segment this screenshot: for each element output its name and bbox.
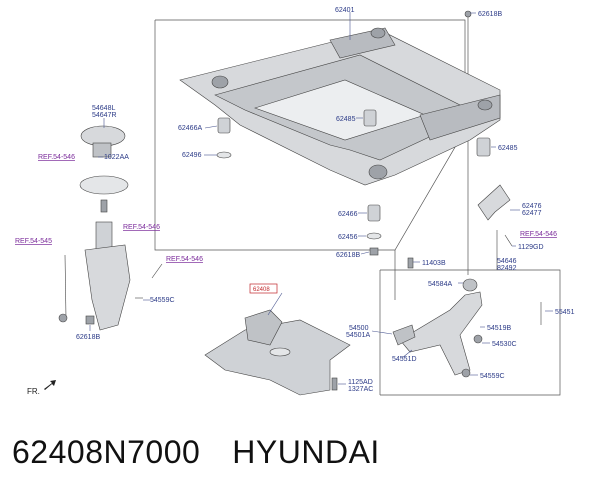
label-62618B-mid[interactable]: 62618B xyxy=(336,252,360,259)
lower-control-arm xyxy=(392,257,483,378)
subframe-crossmember xyxy=(179,27,501,186)
label-54500[interactable]: 54500 xyxy=(349,325,369,332)
parts-diagram: 62401 62618B 62466A 62496 62485 62485 62… xyxy=(15,7,575,396)
label-54559C-right[interactable]: 54559C xyxy=(480,373,505,380)
reference-links: REF.54-546 REF.54-546 REF.54-545 REF.54-… xyxy=(15,154,557,263)
label-54584A[interactable]: 54584A xyxy=(428,281,452,288)
label-62456[interactable]: 62456 xyxy=(338,234,358,241)
label-62618B-bottom[interactable]: 62618B xyxy=(76,334,100,341)
label-54646[interactable]: 54646 xyxy=(497,258,517,265)
label-1327AC[interactable]: 1327AC xyxy=(348,386,373,393)
label-54551D[interactable]: 54551D xyxy=(392,356,417,363)
label-62466A[interactable]: 62466A xyxy=(178,125,202,132)
ref-link-2[interactable]: REF.54-546 xyxy=(123,224,160,231)
label-54501A[interactable]: 54501A xyxy=(346,332,370,339)
ref-link-3[interactable]: REF.54-545 xyxy=(15,238,52,245)
label-62476[interactable]: 62476 xyxy=(522,203,542,210)
label-1125AD[interactable]: 1125AD xyxy=(348,379,373,386)
part-number: 62408N7000 xyxy=(12,433,201,470)
label-62401[interactable]: 62401 xyxy=(335,7,355,14)
part-labels: 62401 62618B 62466A 62496 62485 62485 62… xyxy=(76,7,575,393)
label-62618B-top[interactable]: 62618B xyxy=(478,11,502,18)
label-62477[interactable]: 62477 xyxy=(522,210,542,217)
label-1129GD[interactable]: 1129GD xyxy=(518,244,544,251)
orientation-marker: FR. xyxy=(27,380,56,396)
label-11403B[interactable]: 11403B xyxy=(422,260,446,267)
ref-link-5[interactable]: REF.54-546 xyxy=(520,231,557,238)
label-54559C-left[interactable]: 54559C xyxy=(150,297,175,304)
label-62496[interactable]: 62496 xyxy=(182,152,202,159)
label-62466[interactable]: 62466 xyxy=(338,211,358,218)
leader-lines xyxy=(89,12,553,385)
label-62408-highlighted[interactable]: 62408 xyxy=(253,287,270,293)
label-54647R[interactable]: 54647R xyxy=(92,112,117,119)
strut-assembly xyxy=(58,125,163,331)
under-cover-62408 xyxy=(204,283,351,396)
front-arrow-icon xyxy=(44,380,56,390)
front-label: FR. xyxy=(27,387,40,396)
label-54519B[interactable]: 54519B xyxy=(487,325,511,332)
highlight-box xyxy=(249,283,278,294)
caption-bar: 62408N7000 HYUNDAI xyxy=(12,432,592,472)
subframe-bushings xyxy=(216,10,491,256)
ref-link-4[interactable]: REF.54-546 xyxy=(166,256,203,263)
label-55451[interactable]: 55451 xyxy=(555,309,575,316)
label-82492[interactable]: 82492 xyxy=(497,265,517,272)
label-62485-right[interactable]: 62485 xyxy=(498,145,518,152)
brand-name: HYUNDAI xyxy=(232,433,380,470)
label-54530C[interactable]: 54530C xyxy=(492,341,517,348)
label-1022AA[interactable]: 1022AA xyxy=(104,154,129,161)
label-62485-left[interactable]: 62485 xyxy=(336,116,356,123)
label-54648L[interactable]: 54648L xyxy=(92,105,115,112)
stabilizer-link xyxy=(477,184,542,325)
ref-link-1[interactable]: REF.54-546 xyxy=(38,154,75,161)
